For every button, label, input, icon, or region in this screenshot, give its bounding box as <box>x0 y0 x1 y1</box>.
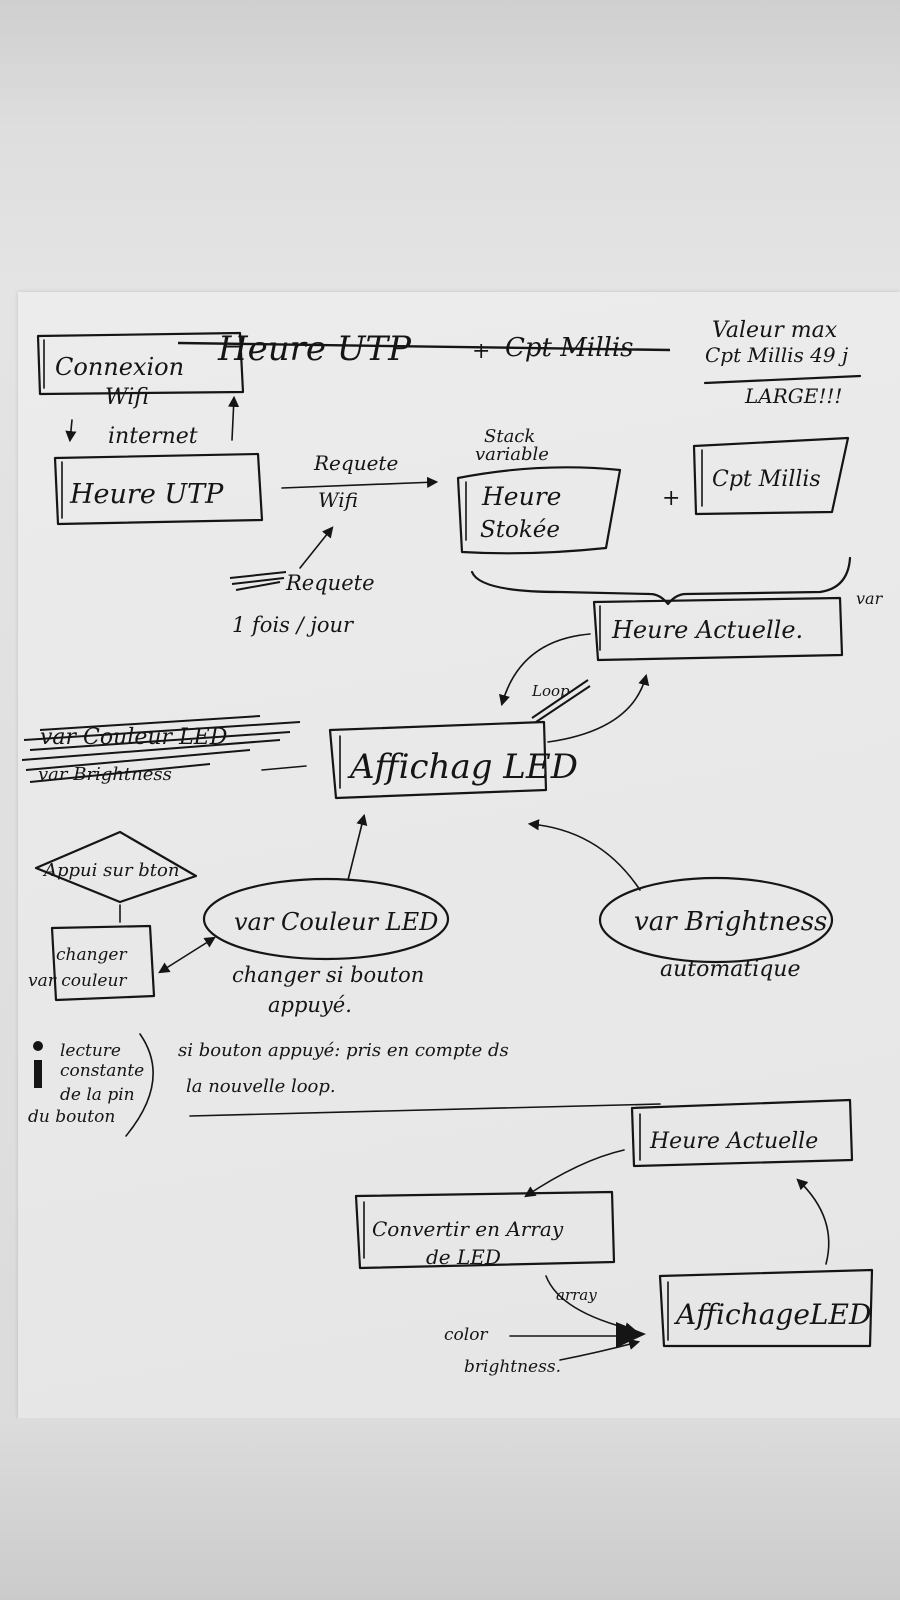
heure-label: Heure <box>481 482 561 511</box>
wifi-under-label: Wifi <box>318 488 358 512</box>
loop-arrows: Loop <box>499 633 650 743</box>
cpt-millis-label: Cpt Millis <box>712 467 821 492</box>
var-cut-label: var <box>856 589 884 608</box>
connexion-wifi-box: Connexion Wifi <box>36 331 245 410</box>
heure-utp-box: Heure UTP <box>53 452 264 526</box>
appui-bouton-label: Appui sur bton <box>42 860 179 881</box>
lecture-line2: constante <box>60 1061 144 1081</box>
lecture-note: lecture constante de la pin du bouton <box>28 1033 154 1137</box>
wifi-label: Wifi <box>105 385 149 410</box>
arrow-heure-to-convertir <box>524 1149 625 1198</box>
requete-label: Requete <box>313 451 398 475</box>
connexion-label: Connexion <box>55 353 184 381</box>
requete-wifi-arrow: Requete Wifi <box>281 451 439 512</box>
convertir-box: Convertir en Array de LED <box>354 1190 616 1270</box>
struck-vars: var Couleur LED var Brightness <box>21 715 307 785</box>
requete-note-line1: Requete <box>285 571 375 595</box>
lecture-line4: du bouton <box>28 1107 115 1127</box>
arrow-brightness-to-affichage <box>527 819 641 891</box>
changer-note-line1: changer si bouton <box>232 963 424 987</box>
color-label: color <box>444 1325 488 1345</box>
heure-stockee-box: Heure Stokée <box>456 466 622 555</box>
internet-link: internet <box>65 395 240 449</box>
heure-actuelle-box-2: Heure Actuelle <box>630 1098 854 1168</box>
convertir-line1: Convertir en Array <box>372 1217 564 1241</box>
requete-note-line2: 1 fois / jour <box>232 613 355 637</box>
struck-plus: + <box>472 339 490 364</box>
struck-header: Heure UTP + Cpt Millis <box>177 329 671 369</box>
changer-couleur-box: changer var couleur <box>28 924 156 1002</box>
note-max-line3: LARGE!!! <box>744 384 842 408</box>
heure-actuelle-box: Heure Actuelle. var <box>592 589 884 662</box>
note-max-line1: Valeur max <box>712 318 838 343</box>
var-couleur-label: var couleur <box>28 971 127 991</box>
heure-utp-label: Heure UTP <box>69 479 224 510</box>
si-bouton-line2: la nouvelle loop. <box>186 1076 336 1097</box>
plus-sign: + <box>662 486 680 511</box>
automatique-label: automatique <box>660 957 801 982</box>
stokee-label: Stokée <box>480 517 560 543</box>
arrow-changer-couleur <box>158 936 216 974</box>
heure-actuelle-2-label: Heure Actuelle <box>649 1129 818 1154</box>
lecture-line3: de la pin <box>60 1085 135 1105</box>
heure-actuelle-label: Heure Actuelle. <box>611 616 803 644</box>
inputs-to-affichage-2: array color brightness. <box>444 1275 646 1377</box>
curly-brace <box>470 556 852 606</box>
requete-note: Requete 1 fois / jour <box>229 526 375 637</box>
internet-label: internet <box>108 424 198 449</box>
affichage-led-2-label: AffichageLED <box>673 1298 871 1331</box>
table-surface <box>0 1418 900 1600</box>
affichage-led-box: Affichag LED <box>328 720 578 800</box>
max-value-note: Valeur max Cpt Millis 49 j LARGE!!! <box>703 318 862 408</box>
affichage-led-label: Affichag LED <box>347 747 578 787</box>
cpt-millis-box: Cpt Millis <box>692 436 850 516</box>
var-brightness-ellipse: var Brightness <box>598 876 834 964</box>
stack-label: Stack <box>484 426 535 447</box>
appui-bouton-diamond: Appui sur bton <box>34 830 198 923</box>
var-couleur-led-ellipse: var Couleur LED <box>202 877 450 961</box>
changer-note-line2: appuyé. <box>268 993 352 1017</box>
struck-title: Heure UTP <box>217 329 412 369</box>
variable-label: variable <box>475 444 549 465</box>
brightness-label: brightness. <box>464 1357 561 1377</box>
lecture-line1: lecture <box>60 1041 121 1061</box>
array-label: array <box>556 1286 597 1304</box>
arrow-couleur-to-affichage <box>347 813 368 881</box>
loop-label: Loop <box>531 682 570 700</box>
changer-label: changer <box>56 945 127 965</box>
convertir-line2: de LED <box>426 1245 501 1269</box>
arrow-affichage-to-heure <box>796 1178 830 1265</box>
separator-line <box>189 1103 661 1117</box>
affichage-led-box-2: AffichageLED <box>658 1268 874 1348</box>
var-couleur-led-label: var Couleur LED <box>234 908 438 936</box>
si-bouton-line1: si bouton appuyé: pris en compte ds <box>178 1040 509 1061</box>
note-max-line2: Cpt Millis 49 j <box>705 343 848 367</box>
var-brightness-label: var Brightness <box>634 907 827 937</box>
